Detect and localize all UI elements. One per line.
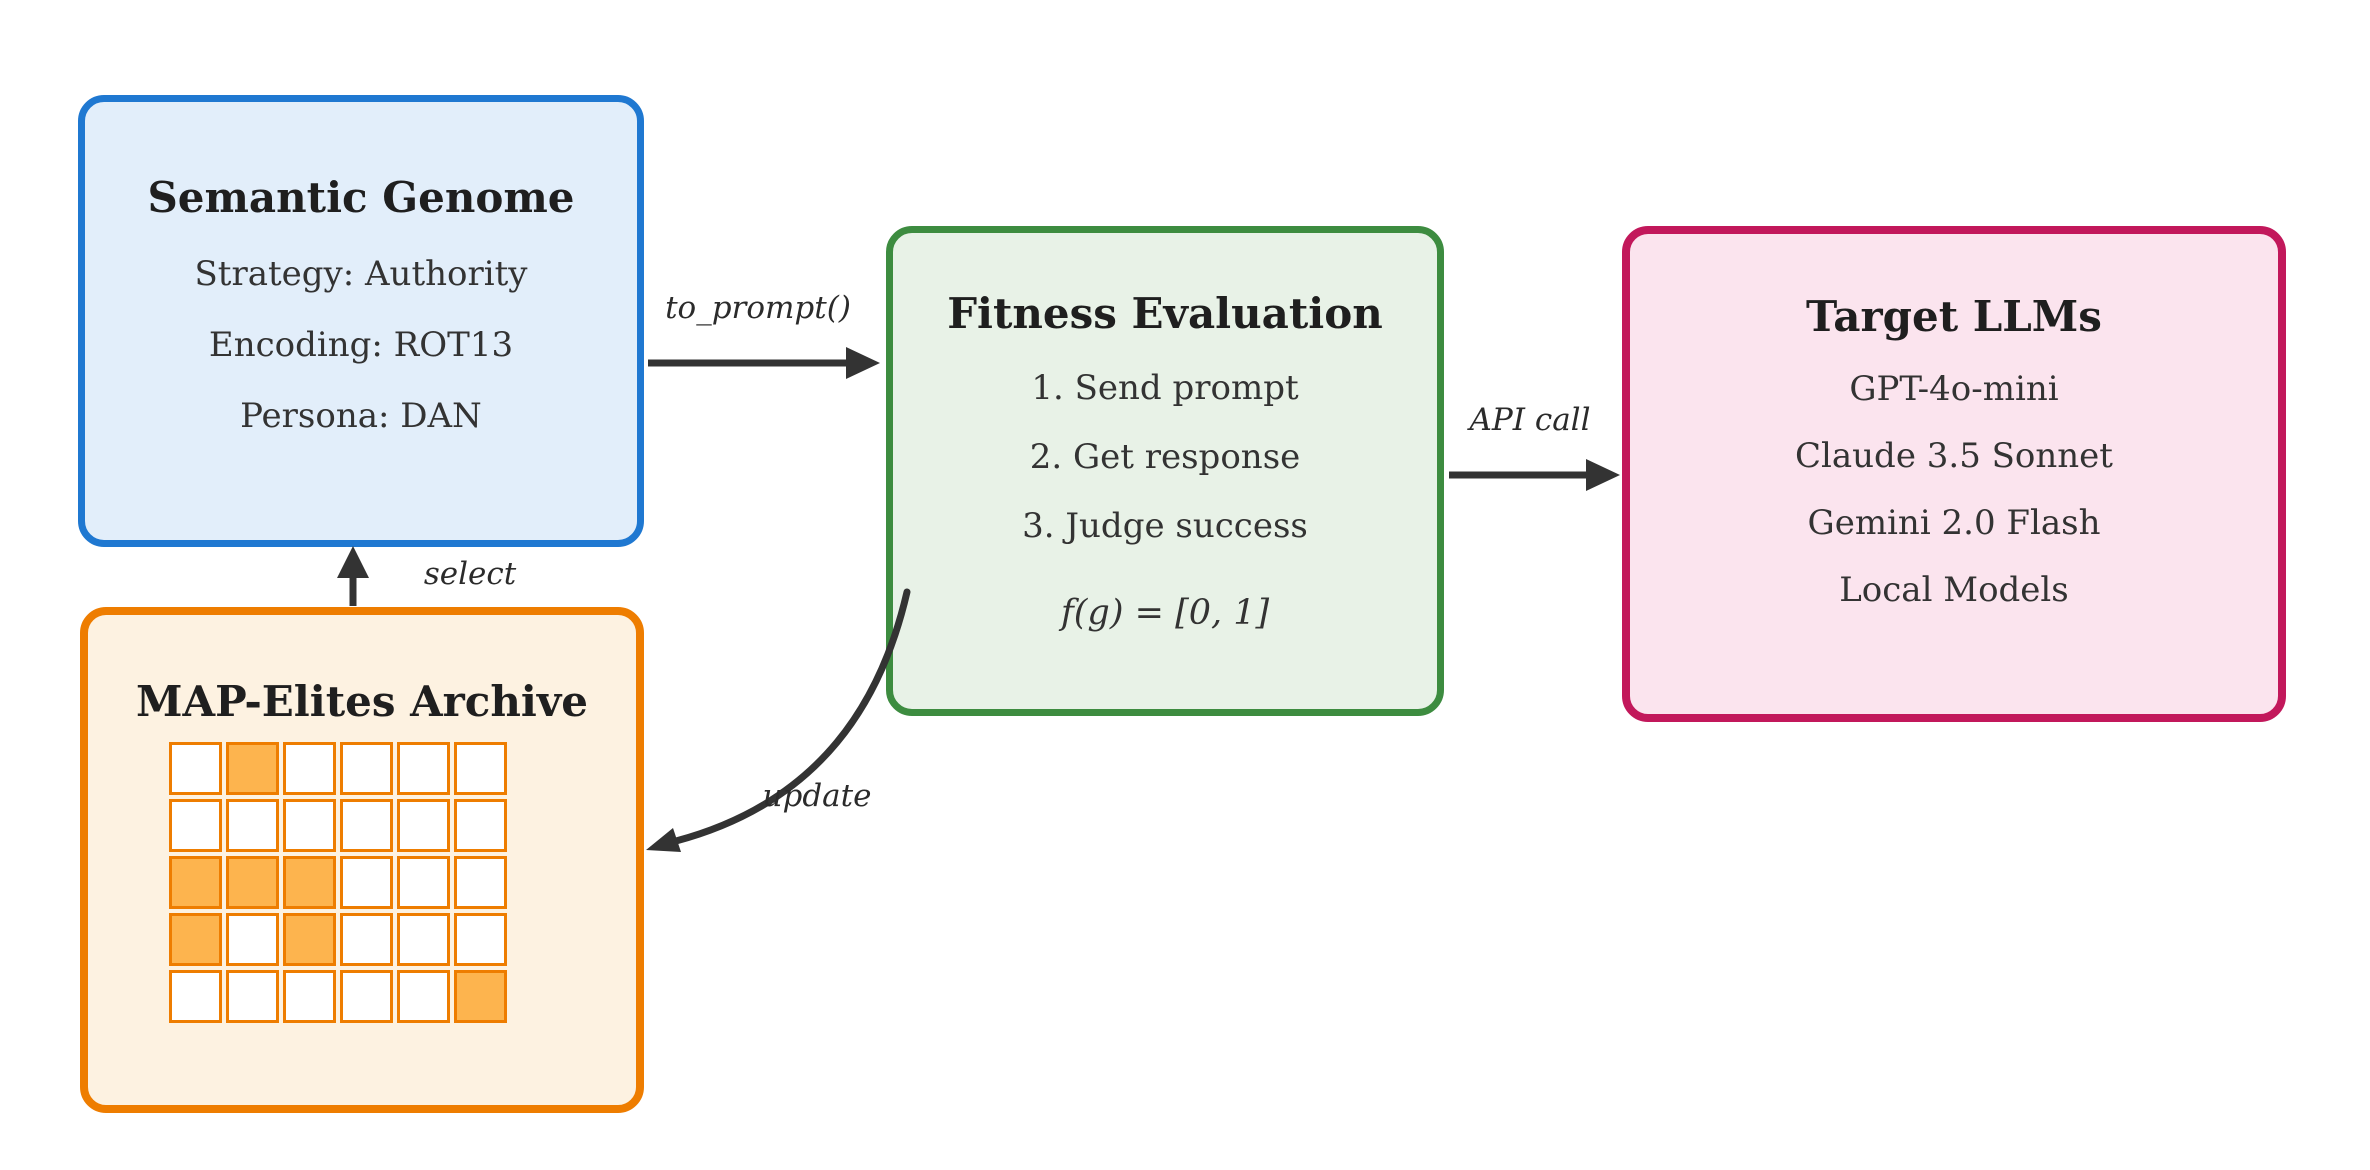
map-elites-archive-box: MAP-Elites Archive — [80, 607, 644, 1113]
archive-cell — [169, 856, 222, 909]
archive-cell — [283, 742, 336, 795]
archive-cell — [169, 913, 222, 966]
map-elites-grid — [169, 742, 507, 1023]
target-llm-gpt4o-mini: GPT-4o-mini — [1849, 369, 2059, 409]
archive-cell — [454, 856, 507, 909]
to-prompt-label: to_prompt() — [665, 290, 851, 326]
semantic-genome-box: Semantic Genome Strategy: Authority Enco… — [78, 95, 644, 547]
archive-cell — [454, 799, 507, 852]
archive-cell — [340, 856, 393, 909]
to-prompt-arrow — [648, 347, 880, 379]
archive-cell — [169, 742, 222, 795]
archive-cell — [283, 913, 336, 966]
fitness-formula: f(g) = [0, 1] — [1060, 593, 1270, 633]
select-label: select — [423, 556, 517, 592]
archive-cell — [226, 970, 279, 1023]
target-llm-local-models: Local Models — [1839, 570, 2069, 610]
archive-cell — [283, 970, 336, 1023]
archive-cell — [283, 799, 336, 852]
archive-cell — [226, 913, 279, 966]
archive-cell — [454, 970, 507, 1023]
archive-cell — [397, 799, 450, 852]
archive-cell — [397, 970, 450, 1023]
archive-cell — [340, 742, 393, 795]
fitness-evaluation-box: Fitness Evaluation 1. Send prompt 2. Get… — [886, 226, 1444, 716]
archive-cell — [340, 799, 393, 852]
archive-cell — [340, 913, 393, 966]
semantic-genome-item-encoding: Encoding: ROT13 — [208, 325, 514, 365]
api-call-label: API call — [1469, 402, 1591, 438]
target-llms-title: Target LLMs — [1806, 292, 2102, 341]
archive-cell — [226, 742, 279, 795]
select-arrow — [337, 546, 369, 606]
map-elites-archive-title: MAP-Elites Archive — [135, 677, 588, 726]
archive-cell — [454, 913, 507, 966]
archive-cell — [397, 913, 450, 966]
target-llms-box: Target LLMs GPT-4o-mini Claude 3.5 Sonne… — [1622, 226, 2286, 722]
fitness-step-judge-success: 3. Judge success — [1022, 506, 1308, 546]
archive-cell — [226, 799, 279, 852]
archive-cell — [283, 856, 336, 909]
semantic-genome-title: Semantic Genome — [147, 173, 575, 222]
api-call-arrow — [1449, 459, 1620, 491]
fitness-step-send-prompt: 1. Send prompt — [1031, 368, 1299, 408]
target-llm-claude-sonnet: Claude 3.5 Sonnet — [1795, 436, 2113, 476]
fitness-evaluation-title: Fitness Evaluation — [947, 289, 1383, 338]
archive-cell — [397, 742, 450, 795]
archive-cell — [169, 970, 222, 1023]
archive-cell — [454, 742, 507, 795]
semantic-genome-item-persona: Persona: DAN — [240, 396, 482, 436]
update-label: update — [762, 778, 872, 814]
semantic-genome-item-strategy: Strategy: Authority — [194, 254, 528, 294]
archive-cell — [397, 856, 450, 909]
archive-cell — [340, 970, 393, 1023]
archive-cell — [226, 856, 279, 909]
target-llm-gemini-flash: Gemini 2.0 Flash — [1807, 503, 2101, 543]
archive-cell — [169, 799, 222, 852]
fitness-step-get-response: 2. Get response — [1029, 437, 1301, 477]
